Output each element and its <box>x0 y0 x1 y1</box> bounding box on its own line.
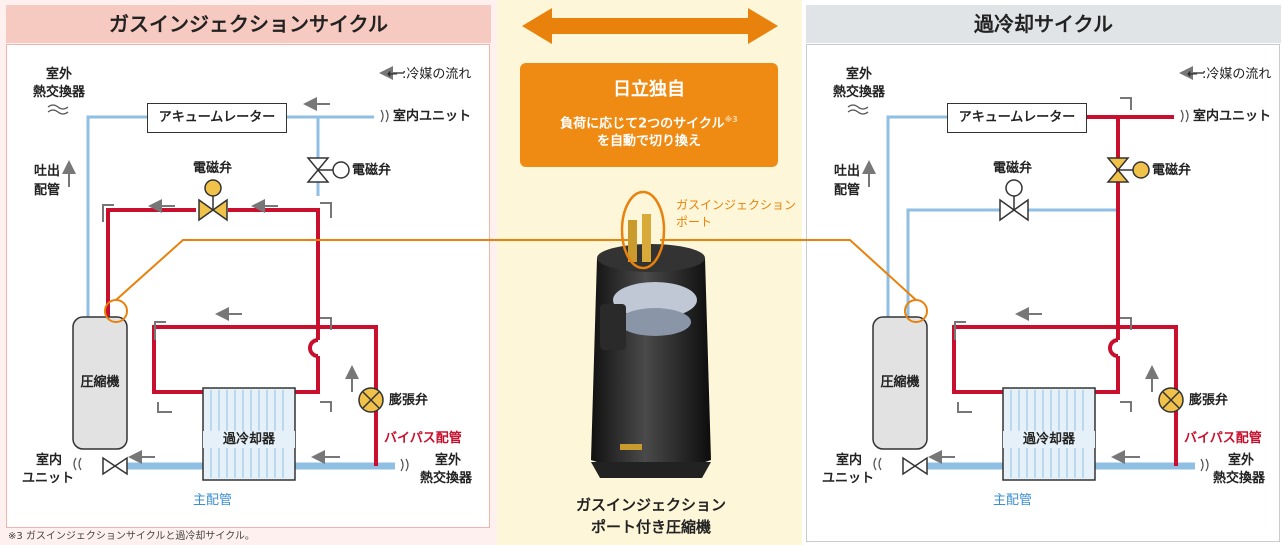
right-indoor-valve <box>902 456 928 476</box>
right-expansion-valve <box>1158 387 1184 413</box>
right-legend: ← :冷媒の流れ <box>1187 67 1272 82</box>
left-discharge-pipe-1: 吐出 <box>34 164 61 179</box>
right-outdoor-hx-top-2: 熱交換器 <box>832 85 885 100</box>
right-outdoor-hx-bottom-1: 室外 <box>1227 453 1254 468</box>
double-arrow <box>522 8 778 44</box>
orange-link-left <box>115 239 628 301</box>
left-panel-header: ガスインジェクションサイクル <box>6 5 491 43</box>
compressor-port-highlight <box>620 190 666 270</box>
port-label-2: ポート <box>676 215 713 229</box>
orange-link-right <box>660 239 917 301</box>
right-solenoid-valve-2 <box>1106 157 1150 183</box>
left-indoor-unit-right: 室内ユニット <box>393 109 472 124</box>
left-compressor-label: 圧縮機 <box>80 375 120 390</box>
left-outdoor-hx-top-2: 熱交換器 <box>32 85 85 100</box>
left-legend: ← :冷媒の流れ <box>387 67 472 82</box>
port-label-1: ガスインジェクション <box>676 198 797 212</box>
left-subcooler-label: 過冷却器 <box>203 431 295 448</box>
badge-title: 日立独自 <box>613 79 685 100</box>
left-outdoor-hx-bottom-1: 室外 <box>434 453 461 468</box>
left-blue-pipes <box>86 115 374 317</box>
right-main-pipe-label: 主配管 <box>993 493 1033 508</box>
right-red-pipes <box>952 115 1178 466</box>
left-outdoor-hx-top-1: 室外 <box>45 67 72 82</box>
left-solenoid-valve-2-label: 電磁弁 <box>352 163 392 178</box>
left-indoor-unit-2: ユニット <box>22 471 75 486</box>
right-indoor-unit-2: ユニット <box>822 471 875 486</box>
left-discharge-pipe-2: 配管 <box>34 183 61 198</box>
right-compressor-label: 圧縮機 <box>880 375 920 390</box>
right-solenoid-valve-1 <box>999 179 1029 222</box>
badge-line-2: を自動で切り換え <box>596 134 701 150</box>
right-panel-header: 過冷却サイクル <box>806 5 1281 43</box>
right-solenoid-valve-2-label: 電磁弁 <box>1152 163 1192 178</box>
right-expansion-valve-label: 膨張弁 <box>1189 393 1229 408</box>
left-red-pipes <box>106 208 378 466</box>
left-solenoid-valve-2 <box>306 157 350 183</box>
left-main-pipe-label: 主配管 <box>193 493 233 508</box>
right-outdoor-hx-top-1: 室外 <box>845 67 872 82</box>
compressor-illustration <box>591 214 711 478</box>
left-expansion-valve <box>358 387 384 413</box>
left-compressor-shape <box>72 316 128 450</box>
right-bypass-pipe-label: バイパス配管 <box>1184 431 1262 446</box>
right-discharge-pipe-1: 吐出 <box>834 164 861 179</box>
right-indoor-unit-right: 室内ユニット <box>1193 109 1272 124</box>
hitachi-badge: 日立独自 負荷に応じて2つのサイクル※3 を自動で切り換え <box>520 63 778 167</box>
left-expansion-valve-label: 膨張弁 <box>389 393 429 408</box>
right-subcooler-label: 過冷却器 <box>1003 431 1095 448</box>
badge-line-1: 負荷に応じて2つのサイクル <box>560 116 725 132</box>
compressor-caption-2: ポート付き圧縮機 <box>590 518 711 536</box>
left-indoor-unit-1: 室内 <box>36 453 63 468</box>
left-solenoid-valve-1-label: 電磁弁 <box>193 161 233 176</box>
left-bypass-pipe-label: バイパス配管 <box>384 431 462 446</box>
right-solenoid-valve-1-label: 電磁弁 <box>993 161 1033 176</box>
right-indoor-unit-1: 室内 <box>836 453 863 468</box>
compressor-caption-1: ガスインジェクション <box>575 496 726 514</box>
right-outdoor-hx-bottom-2: 熱交換器 <box>1212 471 1265 486</box>
right-discharge-pipe-2: 配管 <box>834 183 861 198</box>
badge-footnote-mark: ※3 <box>724 115 738 124</box>
right-compressor-shape <box>872 316 928 450</box>
left-outdoor-hx-bottom-2: 熱交換器 <box>419 471 472 486</box>
footnote: ※3 ガスインジェクションサイクルと過冷却サイクル。 <box>8 531 255 542</box>
left-accumulator: アキュームレーター <box>147 103 287 133</box>
left-indoor-valve <box>102 456 128 476</box>
right-accumulator: アキュームレーター <box>947 103 1087 133</box>
left-solenoid-valve-1 <box>198 179 228 222</box>
